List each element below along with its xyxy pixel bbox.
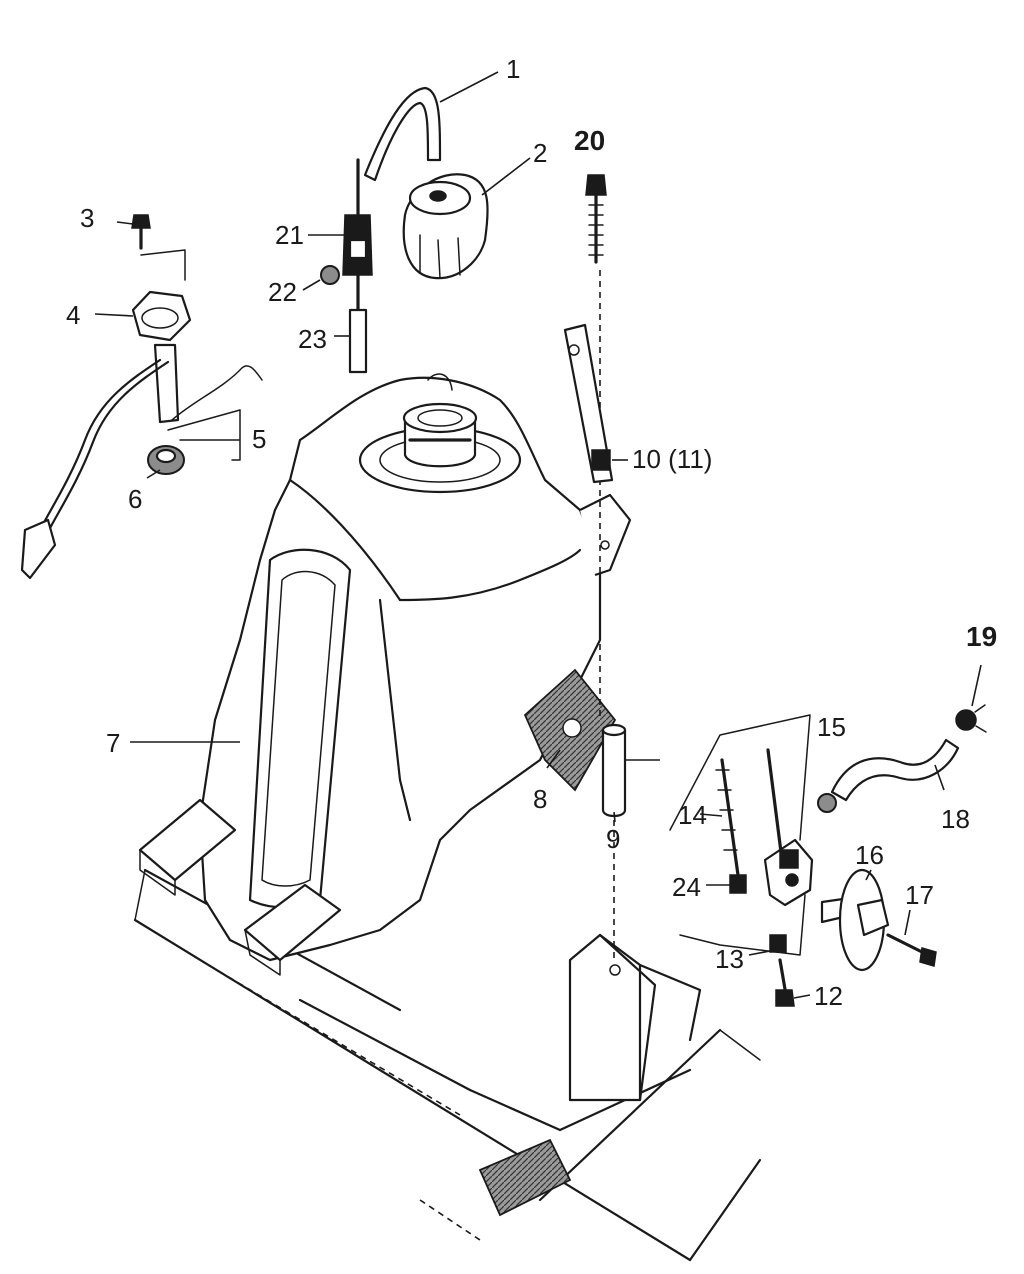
callout-22: 22 bbox=[268, 277, 297, 307]
callout-2: 2 bbox=[533, 138, 547, 168]
callout-4: 4 bbox=[66, 300, 80, 330]
rubber-pad-hole bbox=[562, 718, 582, 738]
valve-lever bbox=[820, 868, 890, 972]
fuel-cap bbox=[402, 173, 489, 280]
callout-9: 9 bbox=[606, 824, 620, 854]
callout-3: 3 bbox=[80, 203, 94, 233]
frame-mount-bracket bbox=[568, 933, 702, 1102]
callout-18: 18 bbox=[941, 804, 970, 834]
fuel-valve-assembly-group bbox=[669, 714, 811, 956]
valve-nut bbox=[769, 934, 787, 953]
fuel-tank bbox=[138, 373, 632, 976]
breather-hose bbox=[363, 86, 442, 182]
callout-1: 1 bbox=[506, 54, 520, 84]
callout-15: 15 bbox=[817, 712, 846, 742]
fuel-valve bbox=[763, 748, 814, 907]
lever-screw bbox=[886, 933, 937, 967]
frame-rails bbox=[133, 868, 762, 1262]
callout-8: 8 bbox=[533, 784, 547, 814]
callout-20: 20 bbox=[574, 125, 605, 156]
leader-lines bbox=[94, 71, 982, 999]
callout-6: 6 bbox=[128, 484, 142, 514]
tank-bracket bbox=[563, 323, 614, 484]
frame-rubber-pad bbox=[478, 1138, 572, 1217]
callout-23: 23 bbox=[298, 324, 327, 354]
callout-21: 21 bbox=[275, 220, 304, 250]
drain-screw bbox=[775, 958, 795, 1007]
callout-12: 12 bbox=[814, 981, 843, 1011]
level-sensor-bolt bbox=[131, 214, 151, 250]
collar bbox=[601, 723, 627, 818]
callout-10-11: 10 (11) bbox=[632, 444, 712, 474]
callout-5: 5 bbox=[252, 424, 266, 454]
callout-7: 7 bbox=[106, 728, 120, 758]
callout-14: 14 bbox=[678, 800, 707, 830]
mounting-bolt bbox=[585, 174, 607, 264]
fuel-hose bbox=[817, 738, 960, 813]
callout-16: 16 bbox=[855, 840, 884, 870]
callout-17: 17 bbox=[905, 880, 934, 910]
fuel-level-sensor bbox=[20, 249, 263, 580]
grommet bbox=[147, 445, 185, 475]
hose-clip bbox=[955, 704, 987, 733]
callout-13: 13 bbox=[715, 944, 744, 974]
callout-19: 19 bbox=[966, 621, 997, 652]
fuel-strainer-pipe bbox=[715, 758, 747, 894]
cap-breather-valve bbox=[320, 158, 373, 374]
callout-24: 24 bbox=[672, 872, 701, 902]
